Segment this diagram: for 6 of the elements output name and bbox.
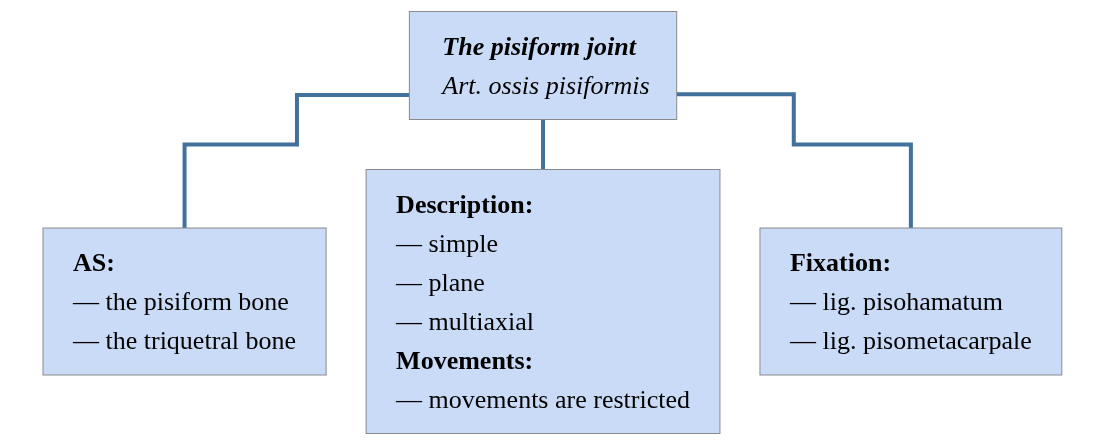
connector — [182, 92, 409, 230]
node-box: The pisiform joint Art. ossis pisiformis — [408, 11, 677, 120]
node-box: Description: — simple — plane — multiaxial Movements: — movements are restricted — [365, 169, 721, 434]
node-box: AS: — the pisiform bone — the triquetral bone — [42, 227, 327, 376]
connector — [676, 92, 913, 230]
node-box: Fixation: — lig. pisohamatum — lig. pisometacarpale — [759, 227, 1062, 376]
